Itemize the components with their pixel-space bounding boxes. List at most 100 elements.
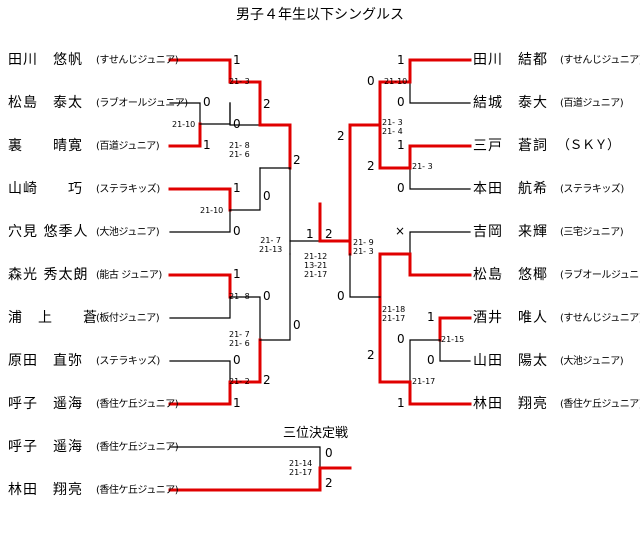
left-player-5-name: 穴見 悠季人 [8,224,89,240]
third-place-label: 三位決定戦 [283,426,349,441]
match-score: 21- 3 [229,77,250,86]
bracket-line [409,231,471,255]
bracket-line [169,102,201,125]
match-score: 21-17 [412,377,436,386]
winner-line [168,58,232,84]
right-player-2-club: (百道ジュニア) [560,98,624,109]
winner-line [438,316,472,342]
left-player-6-name: 森光 秀太朗 [8,267,89,283]
winner-line [168,466,322,492]
winner-line [228,80,262,127]
right-player-8-name: 山田 陽太 [473,353,548,369]
left-player-8-name: 原田 直弥 [8,353,83,369]
match-score: 21- 8 [229,292,250,301]
game-count: 2 [325,227,333,241]
game-count: 1 [233,396,241,410]
bracket-line [409,339,441,383]
left-player-9-name: 呼子 遥海 [8,396,83,412]
left-player-9-club: (香住ケ丘ジュニア) [96,399,179,410]
right-player-2-name: 結城 泰大 [473,95,548,111]
game-count: × [395,224,406,238]
match-score: 21-10 [172,120,196,129]
game-count: 0 [233,353,241,367]
bracket-line [229,102,261,126]
right-player-3-club: （ＳＫＹ） [557,138,620,153]
left-player-1-name: 田川 悠帆 [8,52,83,68]
bracket-line [409,81,471,104]
game-count: 0 [263,289,271,303]
third-player-2-name: 林田 翔亮 [8,482,83,498]
winner-line [228,338,262,384]
game-count: 0 [233,224,241,238]
winner-line [378,123,412,170]
game-count: 0 [397,95,405,109]
winner-line [408,252,472,277]
game-count: 0 [397,181,405,195]
bracket-line [439,339,471,362]
game-count: 2 [367,348,375,362]
game-count: 0 [233,117,241,131]
winner-line [408,380,472,406]
winner-line [168,273,232,299]
bracket-line [349,253,381,298]
third-player-2-club: (香住ケ丘ジュニア) [96,485,179,496]
bracket-line [229,167,261,211]
third-player-1-club: (香住ケ丘ジュニア) [96,442,179,453]
game-count: 2 [367,159,375,173]
bracket-line [259,253,291,341]
game-count: 1 [397,396,405,410]
bracket-line [169,446,321,469]
game-count: 1 [397,138,405,152]
left-player-7-club: (板付ジュニア) [96,313,160,324]
right-player-7-name: 酒井 唯人 [473,310,548,326]
match-score: 21- 2 [229,377,250,386]
winner-line [258,123,292,170]
left-player-1-club: (すせんじジュニア) [96,55,179,66]
left-player-7-name: 浦 上 蒼 [8,310,98,326]
left-player-4-club: (ステラキッズ) [96,184,160,195]
game-count: 2 [337,129,345,143]
right-player-4-name: 本田 航希 [473,181,548,197]
game-count: 2 [263,97,271,111]
game-count: 0 [263,189,271,203]
right-player-6-name: 松島 悠椰 [473,267,548,283]
game-count: 0 [367,74,375,88]
left-player-8-club: (ステラキッズ) [96,356,160,367]
game-count: 1 [233,267,241,281]
left-player-5-club: (大池ジュニア) [96,227,160,238]
game-count: 0 [337,289,345,303]
game-count: 0 [397,332,405,346]
game-count: 1 [203,138,211,152]
winner-line [378,80,412,127]
right-player-8-club: (大池ジュニア) [560,356,624,367]
right-player-9-club: (香住ケ丘ジュニア) [560,399,640,410]
game-count: 2 [263,373,271,387]
winner-line [378,252,412,299]
bracket-line [169,209,231,233]
left-player-6-club: (能古 ジュニア) [96,270,162,281]
winner-line [408,144,472,170]
game-count: 0 [325,446,333,460]
bracket-line [229,296,261,341]
game-count: 0 [293,318,301,332]
bracket-line [409,167,471,190]
third-player-1-name: 呼子 遥海 [8,439,83,455]
winner-line [408,58,472,84]
game-count: 2 [293,153,301,167]
game-count: 0 [427,353,435,367]
match-score: 21-10 [200,206,224,215]
bracket-title: 男子４年生以下シングルス [236,7,404,23]
winner-line [168,187,232,212]
winner-line [168,380,232,406]
right-player-1-name: 田川 結都 [473,52,548,68]
game-count: 1 [233,53,241,67]
right-player-6-club: (ラブオールジュニア) [560,270,640,281]
